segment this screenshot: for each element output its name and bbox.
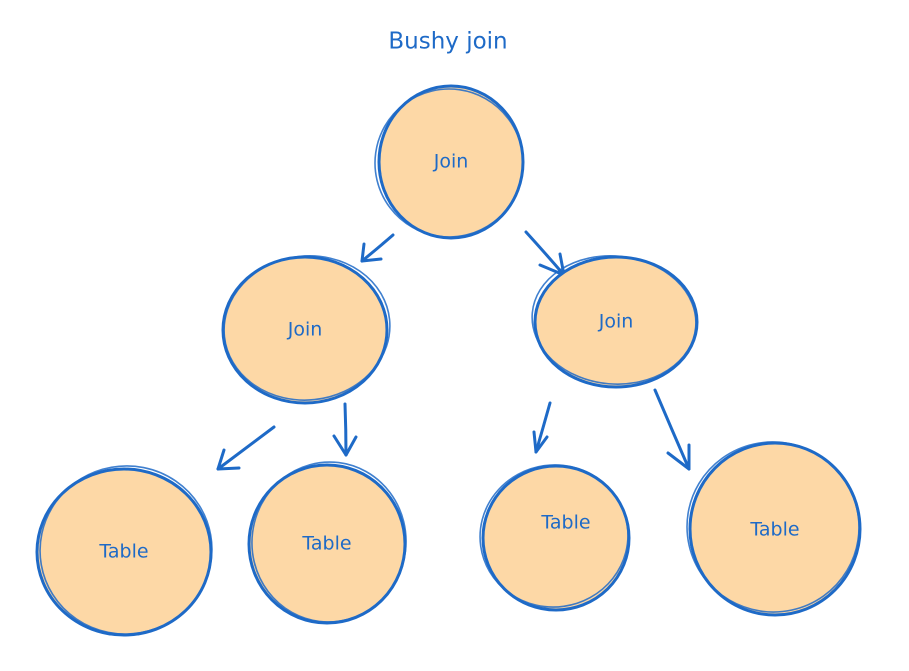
- node-table-4: Table: [686, 441, 862, 617]
- node-root-join: Join: [374, 84, 525, 240]
- node-right-join: Join: [531, 255, 699, 389]
- node-circle: [688, 441, 862, 617]
- node-label: Table: [301, 533, 351, 555]
- node-label: Table: [98, 541, 148, 563]
- node-circle: [481, 464, 631, 612]
- node-label: Join: [598, 311, 634, 333]
- edge-right-join-to-table-3: [532, 401, 552, 454]
- edge-root-to-right-join: [524, 230, 566, 277]
- node-label: Join: [433, 151, 469, 173]
- node-label: Table: [749, 519, 799, 541]
- node-table-2: Table: [247, 461, 407, 625]
- diagram-title: Bushy join: [388, 29, 507, 55]
- edge-right-join-to-table-4: [653, 388, 691, 471]
- edge-left-join-to-table-2: [332, 402, 358, 457]
- node-circle: [221, 255, 389, 405]
- node-circle: [247, 463, 407, 625]
- node-table-3: Table: [479, 464, 631, 612]
- node-left-join: Join: [221, 255, 391, 405]
- node-label: Join: [287, 319, 323, 341]
- edge-root-to-left-join: [360, 233, 395, 263]
- node-circle: [35, 467, 213, 637]
- node-label: Table: [540, 512, 590, 534]
- node-circle: [533, 255, 699, 389]
- edge-left-join-to-table-1: [216, 425, 276, 471]
- node-table-1: Table: [35, 465, 213, 637]
